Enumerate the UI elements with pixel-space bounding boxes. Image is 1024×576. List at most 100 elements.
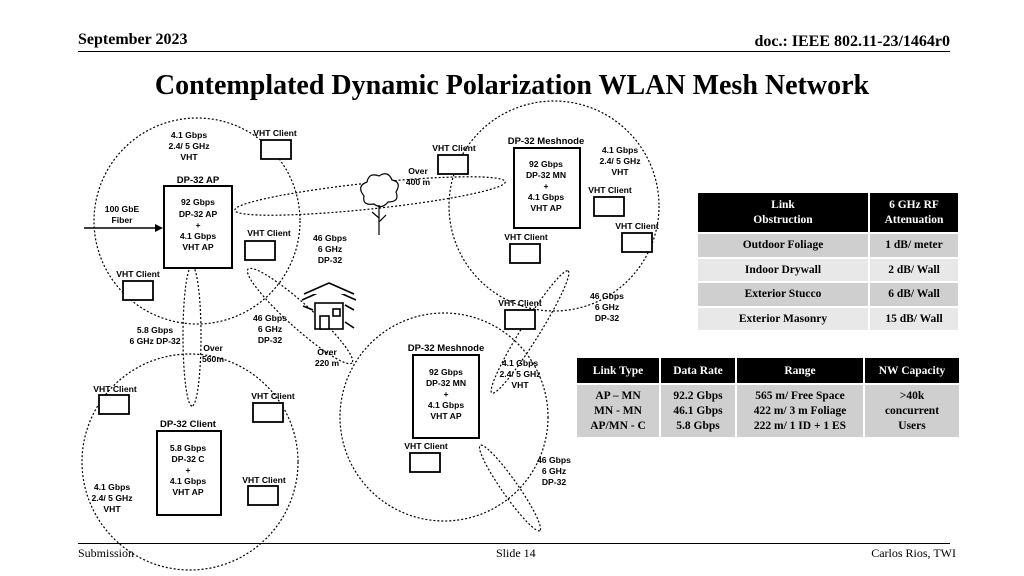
- ap-line: DP-32 AP: [179, 209, 218, 219]
- header-date: September 2023: [78, 31, 188, 48]
- footer-author: Carlos Rios, TWI: [871, 546, 956, 560]
- vht-client-label: VHT Client: [242, 475, 286, 485]
- vht-client-label: VHT Client: [247, 228, 291, 238]
- ap-range-label: 4.1 Gbps: [171, 130, 208, 140]
- link-ap-client: [182, 265, 202, 407]
- link-label-46: 46 Gbps: [253, 313, 287, 323]
- link-label-46: 6 GHz: [595, 302, 619, 312]
- client-range-label: 2.4/ 5 GHz: [91, 493, 132, 503]
- vht-client-label: VHT Client: [253, 128, 297, 138]
- table-header: Link Type: [575, 356, 661, 385]
- link-label-46: 6 GHz: [542, 466, 566, 476]
- mesh2-heading: DP-32 Meshnode: [408, 343, 485, 354]
- client-line: +: [185, 465, 190, 475]
- vht-client-label: VHT Client: [93, 384, 137, 394]
- table-header: Data Rate: [659, 356, 737, 385]
- vht-client-label: VHT Client: [116, 269, 160, 279]
- ap-line: 92 Gbps: [181, 197, 215, 207]
- vht-client-label: VHT Client: [588, 185, 632, 195]
- link-mesh2-client: [478, 444, 542, 532]
- mesh2-line: 92 Gbps: [429, 367, 463, 377]
- mesh2-range-label: 4.1 Gbps: [502, 358, 539, 368]
- table-cell: Outdoor Foliage: [696, 232, 870, 259]
- mesh2-line: 4.1 Gbps: [428, 400, 465, 410]
- link-label-46: 46 Gbps: [313, 233, 347, 243]
- vht-client-box: [593, 196, 625, 217]
- header-doc-id: doc.: IEEE 802.11-23/1464r0: [754, 33, 950, 50]
- footer-divider: [78, 543, 950, 544]
- mesh1-line: VHT AP: [530, 203, 561, 213]
- mesh1-range-label: 2.4/ 5 GHz: [599, 156, 640, 166]
- table-header: Range: [735, 356, 865, 385]
- fiber-label: Fiber: [111, 215, 133, 225]
- footer-submission: Submission: [78, 546, 135, 560]
- ap-line: VHT AP: [182, 242, 213, 252]
- distance-label: Over: [408, 166, 428, 176]
- vht-client-label: VHT Client: [615, 221, 659, 231]
- link-label-46: DP-32: [595, 313, 620, 323]
- link-label-46: 6 GHz: [258, 324, 282, 334]
- table-cell: 6 dB/ Wall: [868, 281, 960, 308]
- mesh2-range-label: 2.4/ 5 GHz: [499, 369, 540, 379]
- link-label-46: 46 Gbps: [590, 291, 624, 301]
- vht-client-label: VHT Client: [498, 298, 542, 308]
- table-cell: 15 dB/ Wall: [868, 305, 960, 332]
- client-range-label: VHT: [103, 504, 121, 514]
- mesh1-range-label: 4.1 Gbps: [602, 145, 639, 155]
- mesh1-range-label: VHT: [611, 167, 629, 177]
- link-label-46: 46 Gbps: [537, 455, 571, 465]
- link-label-58: 5.8 Gbps: [137, 325, 174, 335]
- tree-icon: [360, 173, 399, 235]
- mesh1-coverage-circle: [448, 100, 660, 312]
- footer-slide-number: Slide 14: [496, 546, 536, 560]
- mesh2-range-label: VHT: [511, 380, 529, 390]
- ap-line: +: [195, 220, 200, 230]
- mesh2-line: DP-32 MN: [426, 378, 466, 388]
- mesh1-heading: DP-32 Meshnode: [508, 136, 585, 147]
- link-capacity-table: Link Type Data Rate Range NW Capacity AP…: [575, 356, 961, 439]
- client-line: 5.8 Gbps: [170, 443, 207, 453]
- table-cell: Exterior Stucco: [696, 281, 870, 308]
- distance-label: Over: [203, 343, 223, 353]
- table-cell: Indoor Drywall: [696, 256, 870, 283]
- vht-client-box: [98, 394, 130, 415]
- vht-client-box: [504, 309, 536, 330]
- vht-client-box: [122, 280, 154, 301]
- dp32-ap-box: [163, 185, 233, 269]
- vht-client-box: [260, 139, 292, 160]
- link-label-46: 6 GHz: [318, 244, 342, 254]
- fiber-label: 100 GbE: [105, 204, 140, 214]
- slide-title: Contemplated Dynamic Polarization WLAN M…: [154, 70, 870, 101]
- link-label-46: DP-32: [318, 255, 343, 265]
- vht-client-box: [409, 452, 441, 473]
- vht-client-label: VHT Client: [404, 441, 448, 451]
- client-line: 4.1 Gbps: [170, 476, 207, 486]
- link-ap-mesh2: [246, 267, 354, 365]
- table-cell: 2 dB/ Wall: [868, 256, 960, 283]
- ap-heading: DP-32 AP: [177, 175, 220, 186]
- vht-client-box: [437, 154, 469, 175]
- table-cell: 1 dB/ meter: [868, 232, 960, 259]
- mesh2-coverage-circle: [339, 312, 549, 522]
- link-label-58: 6 GHz DP-32: [129, 336, 180, 346]
- header-divider: [78, 51, 950, 52]
- mesh1-line: +: [543, 181, 548, 191]
- distance-label: 400 m: [406, 177, 431, 187]
- client-coverage-circle: [81, 353, 299, 571]
- dp32-meshnode2-box: [412, 354, 480, 439]
- mesh2-line: VHT AP: [430, 411, 461, 421]
- table-header: NW Capacity: [863, 356, 961, 385]
- client-line: VHT AP: [172, 487, 203, 497]
- table-cell: Exterior Masonry: [696, 305, 870, 332]
